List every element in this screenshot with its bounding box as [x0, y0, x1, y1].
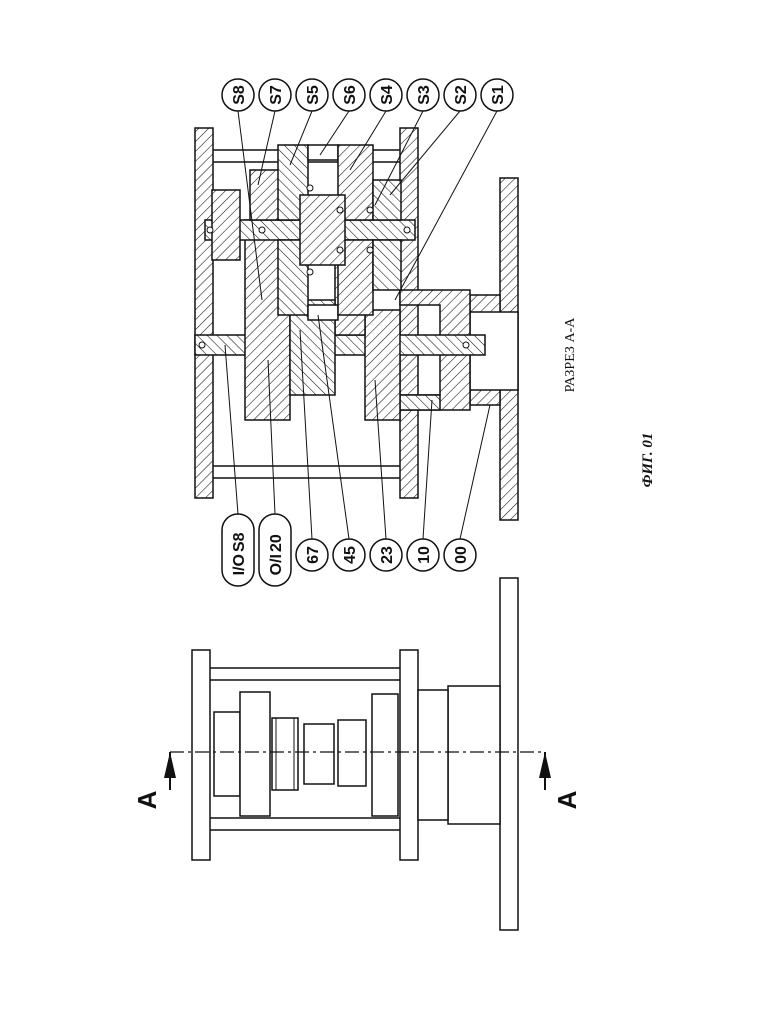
callout-67: 67	[296, 539, 328, 571]
svg-text:S8: S8	[231, 532, 248, 552]
svg-text:I/O: I/O	[231, 554, 248, 575]
svg-text:S1: S1	[490, 85, 507, 105]
svg-text:67: 67	[305, 546, 322, 564]
callout-oi-20: O/I 20	[259, 514, 291, 586]
callout-00: 00	[444, 539, 476, 571]
svg-text:S5: S5	[305, 85, 322, 105]
callout-s6: S6	[333, 79, 365, 111]
svg-text:O/I: O/I	[268, 554, 285, 575]
svg-text:S8: S8	[231, 85, 248, 105]
callout-s4: S4	[370, 79, 402, 111]
external-view: A A	[132, 578, 582, 930]
svg-text:20: 20	[268, 534, 285, 552]
callout-10: 10	[407, 539, 439, 571]
svg-text:S3: S3	[416, 85, 433, 105]
callout-s5: S5	[296, 79, 328, 111]
housing-plate-right	[400, 128, 418, 498]
svg-text:S6: S6	[342, 85, 359, 105]
figure-caption: ФИГ. 01	[640, 433, 656, 488]
svg-text:45: 45	[342, 546, 359, 564]
svg-text:S4: S4	[379, 85, 396, 105]
svg-text:10: 10	[416, 546, 433, 564]
housing-plate-left	[195, 128, 213, 498]
callout-s1: S1	[481, 79, 513, 111]
callout-s8-top: S8	[222, 79, 254, 111]
callout-s7: S7	[259, 79, 291, 111]
section-marker-bottom: A	[552, 790, 582, 809]
callout-23: 23	[370, 539, 402, 571]
callout-io-s8: I/O S8	[222, 514, 254, 586]
section-view: S8 S7 S5 S6 S4 S3	[195, 79, 656, 586]
callout-s3: S3	[407, 79, 439, 111]
section-caption: РАЗРЕЗ А-А	[563, 317, 578, 393]
svg-text:00: 00	[453, 546, 470, 564]
svg-text:S7: S7	[268, 85, 285, 105]
callout-s2: S2	[444, 79, 476, 111]
svg-text:23: 23	[379, 546, 396, 564]
main-shaft	[195, 335, 485, 355]
callout-45: 45	[333, 539, 365, 571]
svg-text:S2: S2	[453, 85, 470, 105]
section-marker-top: A	[132, 790, 162, 809]
